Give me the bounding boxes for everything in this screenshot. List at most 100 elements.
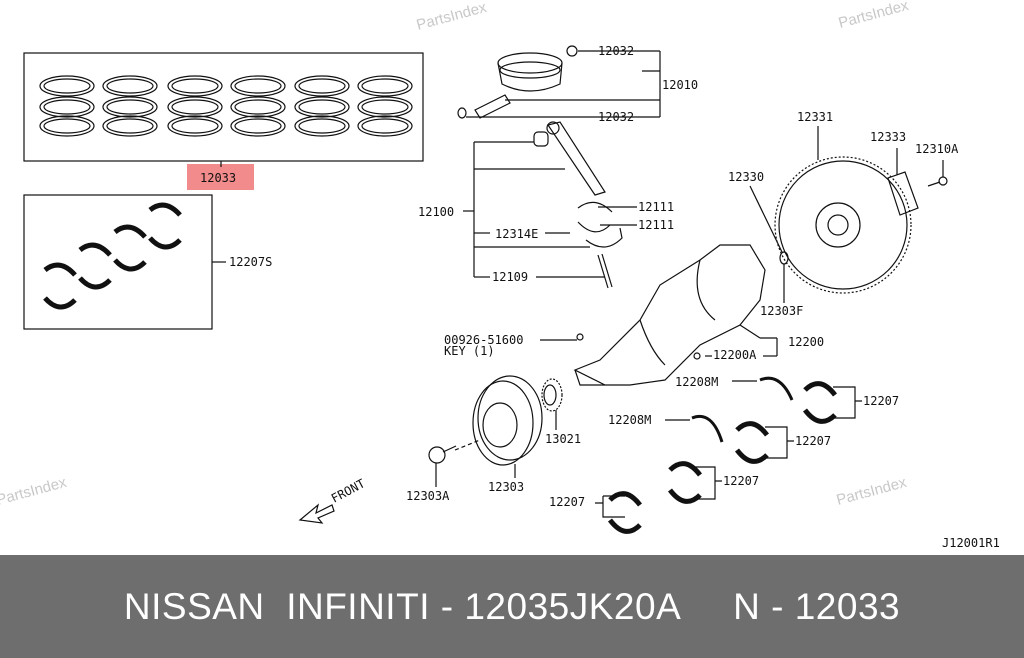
piston-ring bbox=[167, 96, 223, 118]
piston-ring bbox=[39, 96, 95, 118]
piston-ring-inner bbox=[298, 78, 346, 94]
part-label[interactable]: 12303 bbox=[488, 480, 524, 494]
part-label[interactable]: 12010 bbox=[662, 78, 698, 92]
main-bearing-shell bbox=[668, 488, 702, 504]
piston-ring-inner bbox=[234, 118, 282, 134]
part-label[interactable]: 12032 bbox=[598, 44, 634, 58]
piston-ring bbox=[294, 115, 350, 137]
main-bearing-shell bbox=[803, 408, 837, 424]
piston-ring-inner bbox=[43, 78, 91, 94]
main-bearing-shell bbox=[608, 518, 642, 534]
thrust-washer bbox=[691, 415, 724, 443]
piston-ring bbox=[102, 75, 158, 97]
main-bearing-shell bbox=[735, 421, 769, 437]
part-label[interactable]: 12200 bbox=[788, 335, 824, 349]
piston-ring-inner bbox=[171, 78, 219, 94]
bearing-shell bbox=[148, 202, 182, 217]
crank-sprocket[interactable] bbox=[541, 378, 563, 430]
main-bearing-shell bbox=[668, 461, 702, 477]
main-bearing-shell bbox=[608, 491, 642, 507]
main-bearings[interactable] bbox=[608, 376, 837, 534]
conrod-bearing-set[interactable] bbox=[23, 194, 226, 330]
part-label[interactable]: 12111 bbox=[638, 200, 674, 214]
part-label[interactable]: 12032 bbox=[598, 110, 634, 124]
part-label[interactable]: 12310A bbox=[915, 142, 959, 156]
watermark: PartsIndex bbox=[415, 0, 489, 34]
piston-ring bbox=[102, 96, 158, 118]
watermark: PartsIndex bbox=[837, 0, 911, 32]
bracket-lines bbox=[595, 380, 862, 518]
crankshaft[interactable] bbox=[540, 244, 778, 386]
flywheel[interactable] bbox=[749, 126, 948, 303]
part-number-banner: NISSAN INFINITI - 12035JK20A N - 12033 bbox=[0, 555, 1024, 658]
bearing-shell bbox=[113, 258, 147, 272]
piston-ring-inner bbox=[106, 118, 154, 134]
piston-ring bbox=[230, 75, 286, 97]
front-arrow: FRONT bbox=[298, 476, 367, 524]
part-label[interactable]: 12200A bbox=[713, 348, 757, 362]
crank-pulley[interactable] bbox=[428, 375, 543, 487]
piston-ring-inner bbox=[361, 78, 409, 94]
highlight-12033[interactable] bbox=[187, 164, 254, 190]
banner-text: NISSAN INFINITI - 12035JK20A N - 12033 bbox=[123, 585, 901, 627]
piston-ring bbox=[102, 115, 158, 137]
diagram-code: J12001R1 bbox=[942, 536, 1000, 550]
watermark: PartsIndex bbox=[0, 474, 69, 509]
part-label[interactable]: 12331 bbox=[797, 110, 833, 124]
piston-ring-inner bbox=[171, 118, 219, 134]
part-label[interactable]: 12111 bbox=[638, 218, 674, 232]
main-bearing-shell bbox=[803, 381, 837, 397]
piston-ring bbox=[230, 115, 286, 137]
piston-rings-set[interactable] bbox=[23, 52, 424, 162]
part-label[interactable]: 12207 bbox=[863, 394, 899, 408]
piston-ring-inner bbox=[298, 99, 346, 115]
part-label[interactable]: 12207 bbox=[795, 434, 831, 448]
part-label[interactable]: 12109 bbox=[492, 270, 528, 284]
part-label[interactable]: 12208M bbox=[608, 413, 651, 427]
part-label[interactable]: 12208M bbox=[675, 375, 718, 389]
bearing-shell bbox=[43, 296, 77, 310]
part-label[interactable]: 00926-51600 bbox=[444, 333, 523, 347]
piston-ring-inner bbox=[43, 118, 91, 134]
piston-ring bbox=[39, 75, 95, 97]
part-label[interactable]: 12207S bbox=[229, 255, 272, 269]
connecting-rod[interactable] bbox=[463, 121, 637, 289]
front-label: FRONT bbox=[329, 476, 367, 505]
piston-ring bbox=[230, 96, 286, 118]
piston-ring bbox=[167, 115, 223, 137]
bearing-shell bbox=[148, 236, 182, 250]
piston-ring bbox=[357, 115, 413, 137]
piston-assembly[interactable] bbox=[457, 45, 661, 119]
bearing-shell bbox=[43, 262, 77, 277]
part-label[interactable]: 12303F bbox=[760, 304, 803, 318]
parts-diagram: PartsIndex PartsIndex PartsIndex PartsIn… bbox=[0, 0, 1000, 550]
piston-ring bbox=[294, 75, 350, 97]
piston-ring-inner bbox=[106, 99, 154, 115]
piston-ring-inner bbox=[361, 99, 409, 115]
piston-ring-inner bbox=[43, 99, 91, 115]
bearing-shell bbox=[78, 242, 112, 257]
part-label[interactable]: 12207 bbox=[549, 495, 585, 509]
piston-ring bbox=[294, 96, 350, 118]
part-label[interactable]: 12314E bbox=[495, 227, 538, 241]
part-label[interactable]: 12207 bbox=[723, 474, 759, 488]
part-label[interactable]: 12033 bbox=[200, 171, 236, 185]
piston-ring bbox=[357, 96, 413, 118]
part-label[interactable]: 12303A bbox=[406, 489, 450, 503]
main-bearing-shell bbox=[735, 448, 769, 464]
bearing-shell bbox=[113, 224, 147, 239]
piston-ring bbox=[357, 75, 413, 97]
part-label[interactable]: 12100 bbox=[418, 205, 454, 219]
piston-ring-inner bbox=[361, 118, 409, 134]
part-label[interactable]: 12330 bbox=[728, 170, 764, 184]
piston-ring bbox=[167, 75, 223, 97]
piston-ring-inner bbox=[106, 78, 154, 94]
thrust-washer bbox=[759, 376, 794, 401]
part-label[interactable]: 13021 bbox=[545, 432, 581, 446]
bearing-shell bbox=[78, 276, 112, 290]
piston-ring-inner bbox=[298, 118, 346, 134]
part-note: KEY (1) bbox=[444, 344, 495, 358]
part-label[interactable]: 12333 bbox=[870, 130, 906, 144]
piston-ring bbox=[39, 115, 95, 137]
piston-ring-inner bbox=[171, 99, 219, 115]
